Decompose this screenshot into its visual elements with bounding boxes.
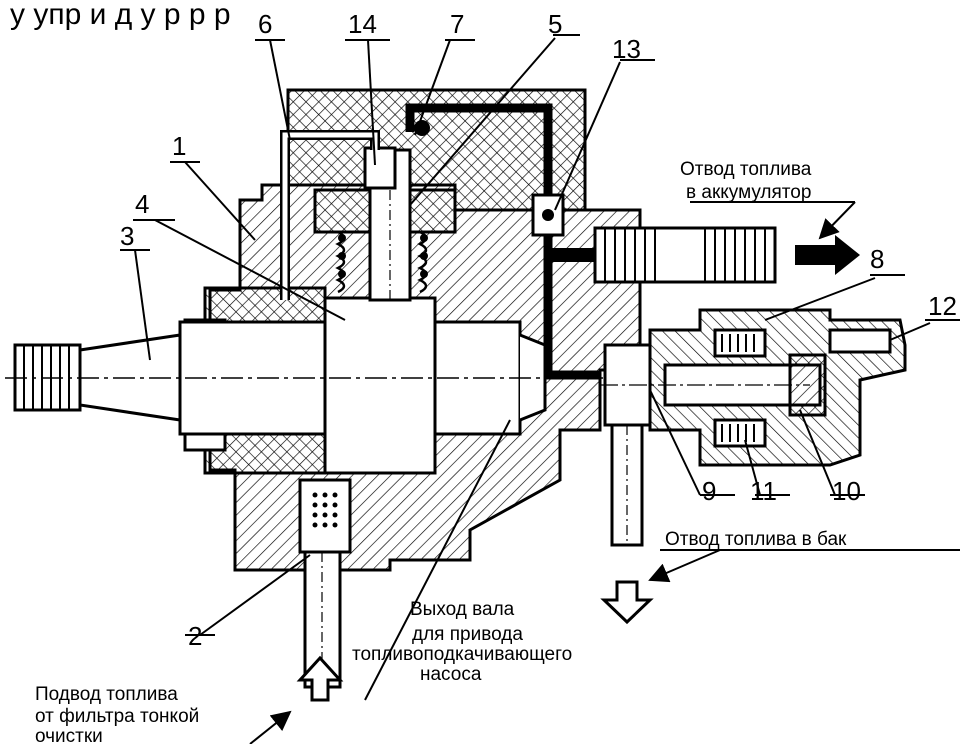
caption-shaft-line4: насоса <box>420 664 482 685</box>
caption-inlet-line2: от фильтра тонкой <box>35 706 199 727</box>
callout-14: 14 <box>348 9 377 39</box>
accumulator-flow-arrow <box>795 235 860 275</box>
caption-accumulator-line2: в аккумулятор <box>686 182 811 203</box>
callout-leaders <box>120 34 960 744</box>
inlet-flow-arrow <box>296 655 344 702</box>
high-pressure-line <box>405 103 600 380</box>
callout-9: 9 <box>702 476 716 506</box>
callout-11: 11 <box>750 476 777 506</box>
callout-12: 12 <box>928 291 957 321</box>
callout-2: 2 <box>188 621 202 651</box>
caption-shaft-line3: топливоподкачивающего <box>352 644 572 665</box>
cropped-top-text: у упр и д у р р р <box>10 0 231 31</box>
caption-accumulator-line1: Отвод топлива <box>680 159 812 180</box>
captions: Отвод топлива в аккумулятор Отвод топлив… <box>35 159 847 744</box>
caption-inlet-line1: Подвод топлива <box>35 684 178 705</box>
caption-shaft-line2: для привода <box>412 624 523 645</box>
callout-7: 7 <box>450 9 464 39</box>
fuel-inlet-tube <box>298 478 352 689</box>
caption-shaft-line1: Выход вала <box>410 599 515 620</box>
tank-return-tube <box>610 423 644 547</box>
callout-numbers: 1 2 3 4 5 6 7 8 9 10 11 12 13 14 <box>120 9 957 651</box>
callout-3: 3 <box>120 221 134 251</box>
callout-8: 8 <box>870 244 884 274</box>
inlet-valve <box>363 146 397 190</box>
callout-5: 5 <box>548 9 562 39</box>
callout-13: 13 <box>612 34 641 64</box>
callout-1: 1 <box>172 131 186 161</box>
pressure-regulator <box>600 308 907 467</box>
callout-6: 6 <box>258 9 272 39</box>
callout-4: 4 <box>135 189 149 219</box>
caption-tank: Отвод топлива в бак <box>665 529 847 550</box>
callout-10: 10 <box>832 476 861 506</box>
tank-flow-arrow <box>600 580 654 625</box>
caption-inlet-line3: очистки <box>35 726 103 744</box>
accumulator-fitting <box>593 226 777 284</box>
